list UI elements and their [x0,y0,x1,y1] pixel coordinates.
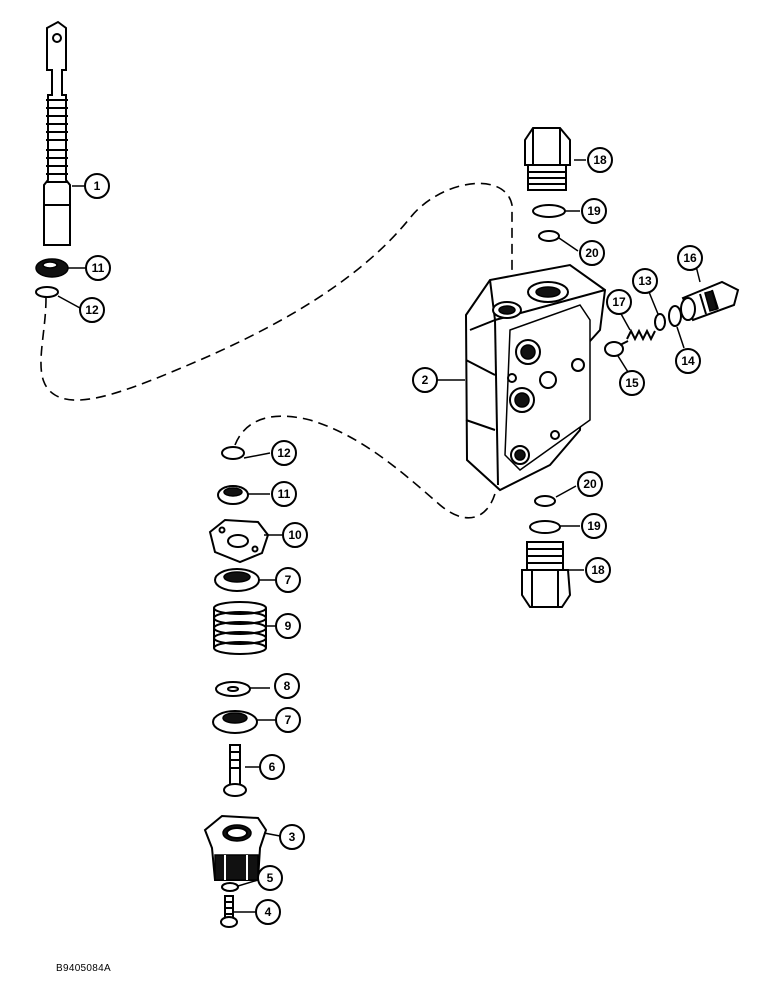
svg-text:19: 19 [587,204,601,218]
callout-14: 14 [675,348,701,374]
callout-11-lower: 11 [271,481,297,507]
washer-part-5 [221,882,239,892]
svg-text:7: 7 [285,573,292,587]
callout-9: 9 [275,613,301,639]
poppet-part-15 [604,340,629,357]
screw-part-4 [220,895,238,928]
callout-6: 6 [259,754,285,780]
plug-part-18-lower [521,541,572,608]
bolt-part-6 [223,744,247,797]
spring-seat-part-7-lower [212,710,258,734]
svg-text:18: 18 [591,563,605,577]
leader-lines [57,159,701,913]
svg-text:1: 1 [94,179,101,193]
spring-part-9 [213,601,267,655]
o-ring-part-19-lower [529,520,561,534]
figure-id: B9405084A [56,963,111,974]
svg-text:7: 7 [285,713,292,727]
callout-1: 1 [84,173,110,199]
callout-16: 16 [677,245,703,271]
plug-part-18-upper [524,127,571,191]
callout-17: 17 [606,289,632,315]
svg-text:11: 11 [92,261,105,275]
callout-20-lower: 20 [577,471,603,497]
plate-part-10 [208,518,270,564]
o-ring-part-19-upper [532,204,566,218]
callout-2: 2 [412,367,438,393]
o-ring-part-20-lower [534,495,556,507]
callout-19-upper: 19 [581,198,607,224]
svg-text:20: 20 [585,246,599,260]
spring-part-17 [626,328,656,342]
valve-body-part-2 [464,263,607,492]
svg-text:10: 10 [288,528,302,542]
svg-text:17: 17 [612,295,626,309]
callout-19-lower: 19 [581,513,607,539]
svg-text:4: 4 [265,905,272,919]
callout-12-upper: 12 [79,297,105,323]
spool-part-1 [43,20,71,246]
o-ring-part-12-lower [221,446,245,460]
svg-text:9: 9 [285,619,292,633]
assembly-path-upper [40,182,513,401]
cap-part-11-lower [217,485,249,505]
relief-cartridge-part-16 [680,280,740,322]
svg-text:14: 14 [681,354,695,368]
svg-text:20: 20 [583,477,597,491]
callout-10: 10 [282,522,308,548]
ring-part-14 [668,305,682,327]
o-ring-part-20-upper [538,230,560,242]
callout-15: 15 [619,370,645,396]
svg-text:12: 12 [277,446,291,460]
svg-text:8: 8 [284,679,291,693]
cap-part-11-upper [35,258,69,278]
washer-part-8 [215,681,251,697]
housing-part-3 [203,814,268,881]
svg-text:12: 12 [85,303,99,317]
o-ring-part-12-upper [35,286,59,298]
callout-3: 3 [279,824,305,850]
svg-text:13: 13 [638,274,652,288]
o-ring-part-13 [654,313,666,331]
callout-13: 13 [632,268,658,294]
svg-text:6: 6 [269,760,276,774]
svg-text:2: 2 [422,373,429,387]
callout-7-upper: 7 [275,567,301,593]
callout-4: 4 [255,899,281,925]
assembly-path-lower [234,415,497,519]
callout-18-upper: 18 [587,147,613,173]
callout-7-lower: 7 [275,707,301,733]
callout-20-upper: 20 [579,240,605,266]
svg-text:5: 5 [267,871,274,885]
callout-8: 8 [274,673,300,699]
callout-12-lower: 12 [271,440,297,466]
svg-text:15: 15 [625,376,639,390]
callout-11-upper: 11 [85,255,111,281]
svg-text:11: 11 [278,487,291,501]
svg-text:3: 3 [289,830,296,844]
callout-18-lower: 18 [585,557,611,583]
svg-text:18: 18 [593,153,607,167]
svg-text:16: 16 [683,251,697,265]
svg-text:19: 19 [587,519,601,533]
callout-5: 5 [257,865,283,891]
spring-seat-part-7-upper [214,568,260,592]
callouts: 1 2 3 4 5 6 7 7 8 9 10 11 11 12 12 13 14… [79,147,703,925]
